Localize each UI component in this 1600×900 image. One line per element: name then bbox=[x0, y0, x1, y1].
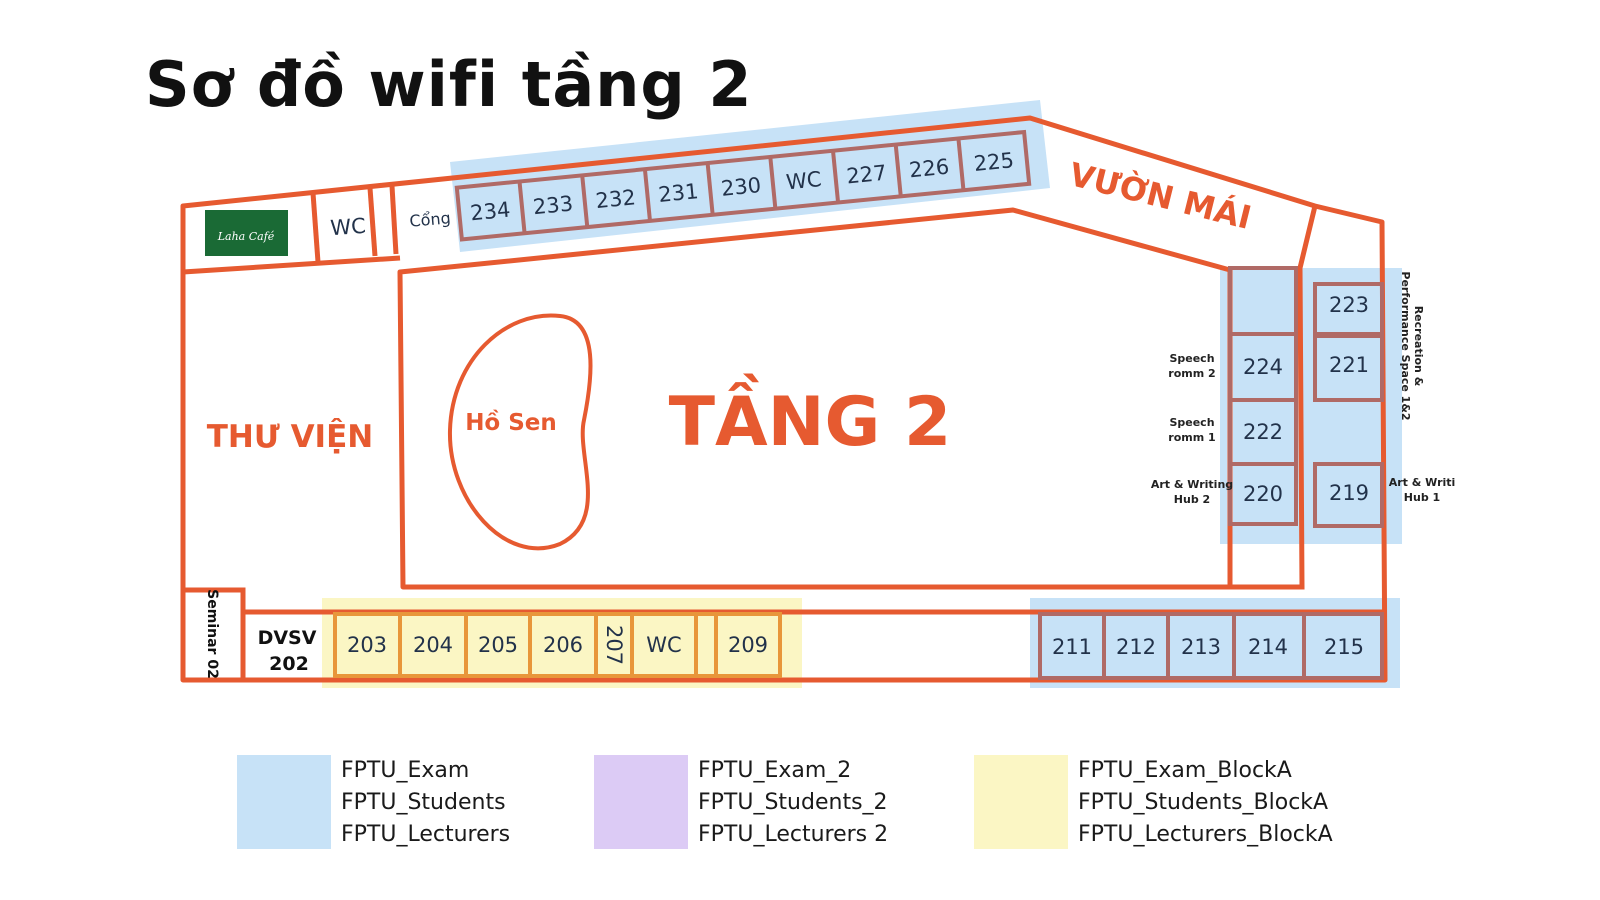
right-corridor-line bbox=[1230, 205, 1318, 590]
legend-swatch-yellow bbox=[974, 755, 1068, 849]
room-214: 214 bbox=[1248, 635, 1288, 659]
room-212: 212 bbox=[1116, 635, 1156, 659]
room-224: 224 bbox=[1243, 355, 1283, 379]
speech-room-1-sub: romm 1 bbox=[1168, 431, 1215, 444]
room-215: 215 bbox=[1324, 635, 1364, 659]
building-outline bbox=[180, 115, 1388, 683]
legend-purple-students: FPTU_Students_2 bbox=[698, 790, 888, 815]
cafe-logo bbox=[205, 210, 288, 256]
room-234: 234 bbox=[469, 198, 511, 226]
wc-top-left: WC bbox=[330, 214, 367, 240]
recreation-label: Recreation & bbox=[1412, 306, 1425, 387]
room-226: 226 bbox=[908, 155, 950, 183]
top-corridor-line bbox=[182, 255, 401, 275]
legend-swatch-purple bbox=[594, 755, 688, 849]
room-222: 222 bbox=[1243, 420, 1283, 444]
right-inner-rooms: 224 222 220 bbox=[1228, 266, 1298, 526]
library-label: THƯ VIỆN bbox=[207, 418, 373, 455]
legend-blue: FPTU_Exam FPTU_Students FPTU_Lecturers bbox=[237, 755, 510, 851]
legend-yellow-students: FPTU_Students_BlockA bbox=[1078, 790, 1329, 815]
cafe-logo-text: Laha Café bbox=[217, 230, 275, 243]
room-207: 207 bbox=[602, 625, 626, 665]
room-232: 232 bbox=[595, 185, 637, 213]
legend-yellow-exam: FPTU_Exam_BlockA bbox=[1078, 758, 1292, 783]
legend-blue-students: FPTU_Students bbox=[341, 790, 506, 815]
speech-room-2-label: Speech bbox=[1169, 352, 1214, 365]
room-205: 205 bbox=[478, 633, 518, 657]
legend-blue-exam: FPTU_Exam bbox=[341, 758, 470, 783]
zone-blue-top bbox=[450, 100, 1050, 252]
page-title: Sơ đồ wifi tầng 2 bbox=[145, 48, 753, 121]
room-231: 231 bbox=[657, 179, 699, 207]
bottom-right-rooms: 211 212 213 214 215 bbox=[1038, 612, 1384, 680]
bottom-left-rooms: 203 204 205 206 207 WC 209 bbox=[333, 612, 782, 678]
dvsv-label: DVSV bbox=[258, 627, 317, 649]
art-hub-2-sub: Hub 2 bbox=[1174, 493, 1210, 506]
room-233: 233 bbox=[532, 191, 574, 219]
legend-purple: FPTU_Exam_2 FPTU_Students_2 FPTU_Lecture… bbox=[594, 755, 888, 851]
art-hub-1-sub: Hub 1 bbox=[1404, 491, 1440, 504]
legend-blue-lecturers: FPTU_Lecturers bbox=[341, 822, 511, 847]
room-wc-top: WC bbox=[785, 167, 823, 194]
gate-label: Cổng bbox=[409, 208, 452, 231]
seminar-box bbox=[183, 587, 246, 680]
room-204: 204 bbox=[413, 633, 453, 657]
room-209: 209 bbox=[728, 633, 768, 657]
room-211: 211 bbox=[1052, 635, 1092, 659]
room-206: 206 bbox=[543, 633, 583, 657]
right-outer-rooms: 223 221 219 bbox=[1313, 282, 1384, 528]
legend-purple-lecturers: FPTU_Lecturers 2 bbox=[698, 822, 889, 847]
lotus-pond-shape bbox=[447, 313, 593, 551]
art-hub-1-label: Art & Writi bbox=[1389, 476, 1456, 489]
room-223: 223 bbox=[1329, 293, 1369, 317]
speech-room-1-label: Speech bbox=[1169, 416, 1214, 429]
room-230: 230 bbox=[720, 173, 762, 201]
dvsv-room-number: 202 bbox=[269, 653, 309, 675]
legend-yellow-lecturers: FPTU_Lecturers_BlockA bbox=[1078, 822, 1333, 847]
speech-room-2-sub: romm 2 bbox=[1168, 367, 1215, 380]
legend-yellow: FPTU_Exam_BlockA FPTU_Students_BlockA FP… bbox=[974, 755, 1333, 851]
room-203: 203 bbox=[347, 633, 387, 657]
divider bbox=[310, 192, 321, 263]
legend-purple-exam: FPTU_Exam_2 bbox=[698, 758, 852, 783]
room-213: 213 bbox=[1181, 635, 1221, 659]
floor-label: TẦNG 2 bbox=[669, 373, 952, 462]
room-227: 227 bbox=[845, 161, 887, 189]
seminar-label: Seminar 02 bbox=[204, 589, 220, 679]
recreation-sub: Performance Space 1&2 bbox=[1399, 271, 1412, 420]
zone-blue-right bbox=[1220, 268, 1402, 544]
legend-swatch-blue bbox=[237, 755, 331, 849]
roof-garden-label: VƯỜN MÁI bbox=[1065, 154, 1255, 237]
room-219: 219 bbox=[1329, 481, 1369, 505]
lotus-pond-label: Hồ Sen bbox=[465, 409, 557, 436]
art-hub-2-label: Art & Writing bbox=[1151, 478, 1233, 491]
room-225: 225 bbox=[973, 148, 1015, 176]
room-220: 220 bbox=[1243, 482, 1283, 506]
divider bbox=[389, 185, 399, 255]
room-221: 221 bbox=[1329, 353, 1369, 377]
top-room-row: 234 233 232 231 230 WC 227 226 225 bbox=[454, 129, 1032, 242]
divider bbox=[367, 187, 378, 257]
room-wc-bottom: WC bbox=[646, 633, 681, 657]
